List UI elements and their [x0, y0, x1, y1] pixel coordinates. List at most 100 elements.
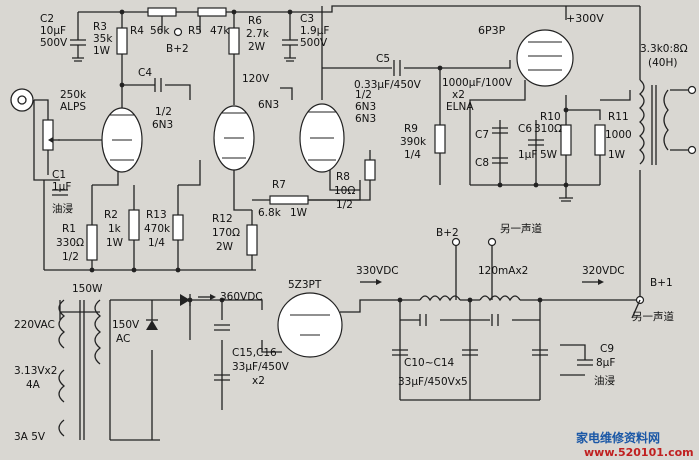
label-r10-w: 5W	[540, 149, 558, 161]
arrow-320-icon	[598, 279, 604, 285]
capacitor-c10	[392, 349, 408, 356]
input-jack[interactable]	[10, 88, 34, 112]
label-c9-val: 8μF	[596, 357, 615, 369]
label-313: 3.13Vx2	[14, 365, 57, 377]
label-r3-val: 35k	[93, 33, 113, 45]
label-pot: 250k	[60, 89, 87, 101]
label-c5: C5	[376, 53, 390, 65]
label-r8: R8	[336, 171, 350, 183]
label-choke: 120mAx2	[478, 265, 528, 277]
label-c10: C10~C14	[404, 357, 455, 369]
label-r5-val: 47k	[210, 25, 230, 37]
label-r13-w: 1/4	[148, 237, 165, 249]
label-half1: 1/2	[155, 106, 172, 118]
resistors	[42, 7, 606, 261]
resistor-r7	[269, 195, 309, 205]
label-220vac: 220VAC	[14, 319, 55, 331]
pot-arrow-icon	[48, 137, 53, 143]
arrow-360-icon	[210, 294, 216, 300]
resistor-r1	[86, 224, 98, 261]
resistor-r11	[594, 124, 606, 156]
resistor-r10	[560, 124, 572, 156]
ground-c2	[72, 57, 84, 62]
capacitor-c4	[154, 78, 162, 92]
label-r7-val: 6.8k	[258, 207, 282, 219]
label-r8-w: 1/2	[336, 199, 353, 211]
label-r6: R6	[248, 15, 262, 27]
label-r9: R9	[404, 123, 418, 135]
grounds	[72, 57, 573, 202]
label-c6c7-type: ELNA	[446, 101, 474, 113]
label-r7-w: 1W	[290, 207, 308, 219]
label-tube2: 6N3	[258, 99, 279, 111]
label-r6-val: 2.7k	[246, 28, 270, 40]
label-r2-w: 1W	[106, 237, 124, 249]
wires	[33, 5, 692, 441]
capacitor-c8	[492, 157, 508, 164]
label-r1-w: 1/2	[62, 251, 79, 263]
label-r3: R3	[93, 21, 107, 33]
ground-c3	[284, 57, 296, 62]
label-r9-w: 1/4	[404, 149, 421, 161]
label-r13: R13	[146, 209, 167, 221]
label-3a-5v: 3A 5V	[14, 431, 46, 443]
label-150w: 150W	[72, 283, 103, 295]
label-r9-val: 390k	[400, 136, 427, 148]
label-b2-mid: B+2	[436, 227, 459, 239]
capacitor-c1	[52, 189, 68, 196]
resistor-r2	[128, 209, 140, 241]
tubes	[101, 29, 574, 358]
capacitor-c2	[70, 39, 86, 46]
power-transformer-primary	[58, 299, 66, 349]
label-r12-w: 2W	[216, 241, 234, 253]
label-c6c7-val: 1000μF/100V	[442, 77, 513, 89]
label-v120: 120V	[242, 73, 270, 85]
resistor-r12	[246, 224, 258, 256]
label-5z3pt: 5Z3PT	[288, 279, 322, 291]
label-c10-val: 33μF/450Vx5	[398, 376, 468, 388]
label-r11-val: 1000	[605, 129, 632, 141]
resistor-r3	[116, 27, 128, 55]
label-c15-x2: x2	[252, 375, 265, 387]
ground-output	[559, 197, 573, 202]
label-c3-val: 1.9μF	[300, 25, 329, 37]
capacitor-c9	[577, 359, 593, 366]
diodes	[146, 294, 191, 330]
label-r1-val: 330Ω	[56, 237, 84, 249]
label-tube1: 6N3	[152, 119, 173, 131]
label-c2: C2	[40, 13, 54, 25]
label-r1: R1	[62, 223, 76, 235]
resistor-r9	[434, 124, 446, 154]
label-r7: R7	[272, 179, 286, 191]
label-6p3p: 6P3P	[478, 24, 506, 37]
junctions	[89, 9, 643, 303]
capacitor-c11	[419, 314, 427, 326]
choke-1	[419, 295, 461, 302]
label-v360: 360VDC	[220, 291, 263, 303]
label-r10-val: 310Ω	[534, 123, 562, 135]
label-pot-type: ALPS	[60, 101, 86, 113]
label-c5-val: 0.33μF/450V	[354, 79, 422, 91]
label-v320: 320VDC	[582, 265, 625, 277]
label-c2-v: 500V	[40, 37, 68, 49]
label-ac: AC	[116, 333, 130, 345]
tube-5z3pt	[277, 292, 343, 358]
label-r4-val: 56k	[150, 25, 170, 37]
label-r12: R12	[212, 213, 233, 225]
label-half3: 1/2	[355, 89, 372, 101]
capacitor-c13	[491, 314, 499, 326]
output-transformer-primary	[639, 79, 645, 165]
label-b2-top: B+2	[166, 43, 189, 55]
label-r11: R11	[608, 111, 629, 123]
label-c1-type: 油浸	[52, 202, 73, 215]
label-c7: C7	[475, 129, 489, 141]
capacitor-c12	[462, 349, 478, 356]
label-tube3: 6N3	[355, 101, 376, 113]
arrow-330-icon	[376, 279, 382, 285]
magnetics	[58, 79, 697, 440]
capacitor-c7	[492, 127, 508, 134]
capacitors	[52, 39, 593, 381]
capacitor-c6	[528, 139, 544, 146]
terminals	[173, 27, 645, 305]
